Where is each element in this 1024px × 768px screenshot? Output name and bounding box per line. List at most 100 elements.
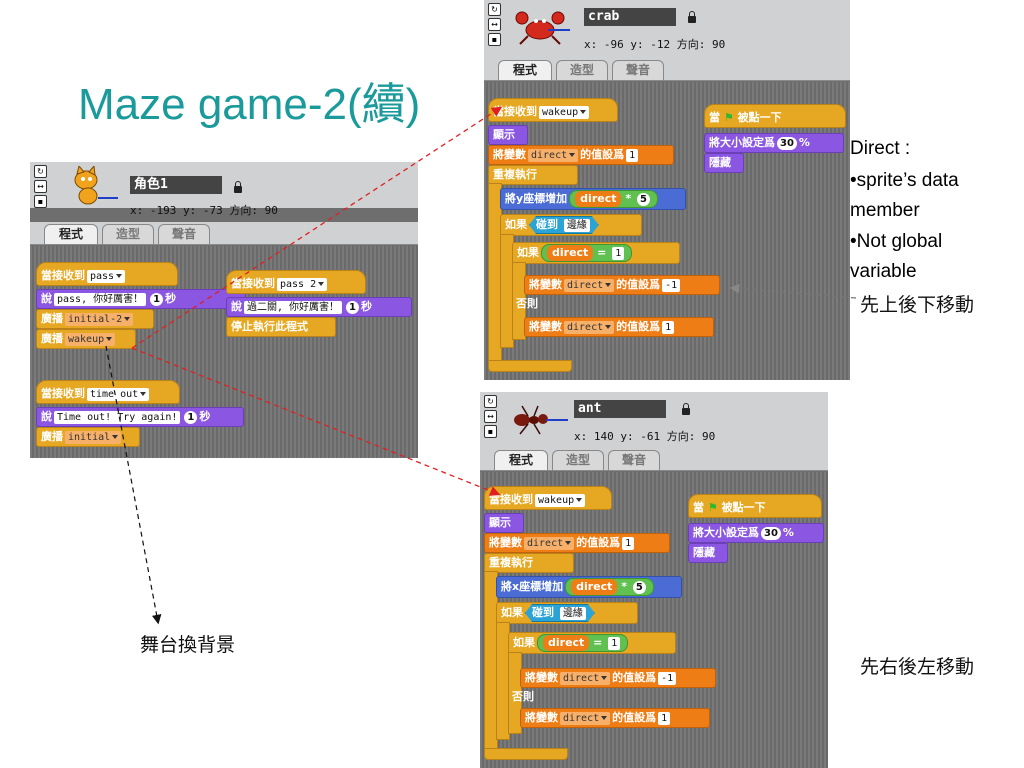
rotate-icon[interactable]: ↻: [484, 395, 497, 408]
say-text-input[interactable]: Time out! Try again!: [54, 411, 181, 424]
forever-block[interactable]: 重複執行: [488, 165, 578, 185]
stage-arrow: [105, 345, 162, 625]
no-rotate-icon[interactable]: ▪: [484, 425, 497, 438]
no-rotate-icon[interactable]: ▪: [488, 33, 501, 46]
rotation-style-buttons[interactable]: ↻ ↔ ▪: [488, 3, 501, 48]
broadcast-dropdown[interactable]: initial: [65, 431, 122, 444]
stop-script-block[interactable]: 停止執行此程式: [226, 317, 336, 337]
lock-icon[interactable]: [234, 181, 242, 193]
when-flag-clicked-hat[interactable]: 當 ⚑ 被點一下: [704, 104, 846, 128]
broadcast-dropdown[interactable]: wakeup: [65, 333, 116, 346]
sprite-name-field[interactable]: 角色1: [130, 176, 222, 194]
say-text-input[interactable]: 過二關, 你好厲害！: [244, 301, 343, 314]
tab-costumes[interactable]: 造型: [552, 450, 604, 470]
when-flag-clicked-hat[interactable]: 當 ⚑ 被點一下: [688, 494, 822, 518]
value-input[interactable]: 1: [612, 247, 625, 260]
touching-sensor[interactable]: 碰到 邊緣: [529, 216, 599, 234]
value-input[interactable]: 1: [662, 321, 675, 334]
variable-dropdown[interactable]: direct: [560, 672, 611, 685]
no-rotate-icon[interactable]: ▪: [34, 195, 47, 208]
sprite-name-field[interactable]: crab: [584, 8, 676, 26]
say-text-input[interactable]: pass, 你好厲害！: [54, 293, 147, 306]
forever-block[interactable]: 重複執行: [484, 553, 574, 573]
number-input[interactable]: 5: [636, 193, 650, 206]
variable-dropdown[interactable]: direct: [564, 321, 615, 334]
if-block[interactable]: 如果碰到 邊緣: [500, 214, 642, 236]
tab-costumes[interactable]: 造型: [556, 60, 608, 80]
size-input[interactable]: 30: [761, 527, 781, 540]
sprite-header: ↻↔▪ 角色1 x: -193 y: -73 方向: 90: [30, 162, 418, 217]
rotate-icon[interactable]: ↻: [488, 3, 501, 16]
flip-icon[interactable]: ↔: [488, 18, 501, 31]
message-dropdown[interactable]: pass: [87, 270, 126, 283]
show-block[interactable]: 顯示: [484, 513, 524, 533]
touching-sensor[interactable]: 碰到 邊緣: [525, 604, 595, 622]
variable-dropdown[interactable]: direct: [528, 149, 579, 162]
number-input[interactable]: 5: [632, 581, 646, 594]
variable-dropdown[interactable]: direct: [564, 279, 615, 292]
value-input[interactable]: -1: [662, 279, 681, 292]
if-block[interactable]: 如果碰到 邊緣: [496, 602, 638, 624]
secs-input[interactable]: 1: [150, 293, 164, 306]
lock-icon[interactable]: [682, 403, 690, 415]
lock-icon[interactable]: [688, 11, 696, 23]
rotation-style-buttons[interactable]: ↻ ↔ ▪: [484, 395, 497, 440]
size-input[interactable]: 30: [777, 137, 797, 150]
tab-sounds[interactable]: 聲音: [612, 60, 664, 80]
variable-dropdown[interactable]: direct: [560, 712, 611, 725]
message-dropdown[interactable]: wakeup: [539, 106, 590, 119]
flip-icon[interactable]: ↔: [34, 180, 47, 193]
sprite-coords: x: 140 y: -61 方向: 90: [574, 430, 716, 443]
broadcast-dropdown[interactable]: initial-2: [65, 313, 134, 326]
rotation-style-buttons[interactable]: ↻ ↔ ▪: [34, 165, 47, 210]
message-dropdown[interactable]: wakeup: [535, 494, 586, 507]
message-dropdown[interactable]: time out: [87, 388, 150, 401]
value-input[interactable]: -1: [658, 672, 677, 685]
value-input[interactable]: 1: [626, 149, 639, 162]
show-block[interactable]: 顯示: [488, 125, 528, 145]
value-input[interactable]: 1: [608, 637, 621, 650]
variable-dropdown[interactable]: direct: [524, 537, 575, 550]
tab-sounds[interactable]: 聲音: [158, 224, 210, 244]
message-dropdown[interactable]: pass 2: [277, 278, 328, 291]
value-input[interactable]: 1: [622, 537, 635, 550]
tab-scripts[interactable]: 程式: [494, 450, 548, 470]
flip-icon[interactable]: ↔: [484, 410, 497, 423]
secs-input[interactable]: 1: [184, 411, 198, 424]
hide-block[interactable]: 隱藏: [704, 153, 744, 173]
value-input[interactable]: 1: [658, 712, 671, 725]
rotate-icon[interactable]: ↻: [34, 165, 47, 178]
tab-costumes[interactable]: 造型: [102, 224, 154, 244]
secs-input[interactable]: 1: [346, 301, 360, 314]
tab-scripts[interactable]: 程式: [44, 224, 98, 244]
hide-block[interactable]: 隱藏: [688, 543, 728, 563]
tab-sounds[interactable]: 聲音: [608, 450, 660, 470]
tab-scripts[interactable]: 程式: [498, 60, 552, 80]
sprite-name-field[interactable]: ant: [574, 400, 666, 418]
if-else-arm: [512, 262, 526, 340]
